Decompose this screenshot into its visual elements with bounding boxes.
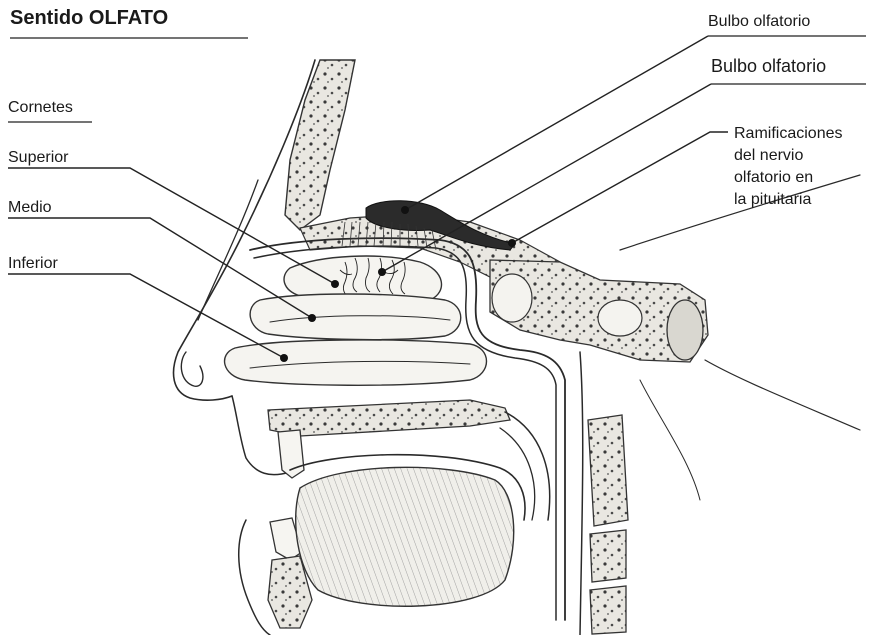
label-bulbo-olfatorio-1: Bulbo olfatorio bbox=[708, 13, 810, 30]
ramificaciones-line-4: la pituitaria bbox=[734, 191, 811, 208]
nasal-bone bbox=[285, 60, 355, 230]
hard-palate bbox=[268, 400, 510, 436]
leader-ramificaciones bbox=[512, 132, 728, 243]
nostril bbox=[181, 352, 203, 386]
label-superior: Superior bbox=[8, 149, 69, 166]
leader-inferior bbox=[8, 274, 284, 358]
page-title: Sentido OLFATO bbox=[10, 7, 168, 29]
label-medio: Medio bbox=[8, 199, 52, 216]
label-ramificaciones: Ramificaciones del nervio olfatorio en l… bbox=[734, 125, 842, 208]
cornete-medio bbox=[250, 294, 461, 340]
ramificaciones-line-3: olfatorio en bbox=[734, 169, 813, 186]
tongue bbox=[296, 467, 514, 606]
upper-tooth bbox=[278, 430, 304, 478]
ramificaciones-line-2: del nervio bbox=[734, 147, 803, 164]
label-bulbo-olfatorio-2: Bulbo olfatorio bbox=[711, 56, 826, 76]
leader-bulbo-2 bbox=[382, 84, 711, 272]
label-inferior: Inferior bbox=[8, 255, 58, 272]
leader-bulbo-1 bbox=[405, 36, 708, 210]
ramificaciones-line-1: Ramificaciones bbox=[734, 125, 842, 142]
label-cornetes: Cornetes bbox=[8, 99, 73, 116]
cervical-vertebrae bbox=[588, 415, 628, 634]
